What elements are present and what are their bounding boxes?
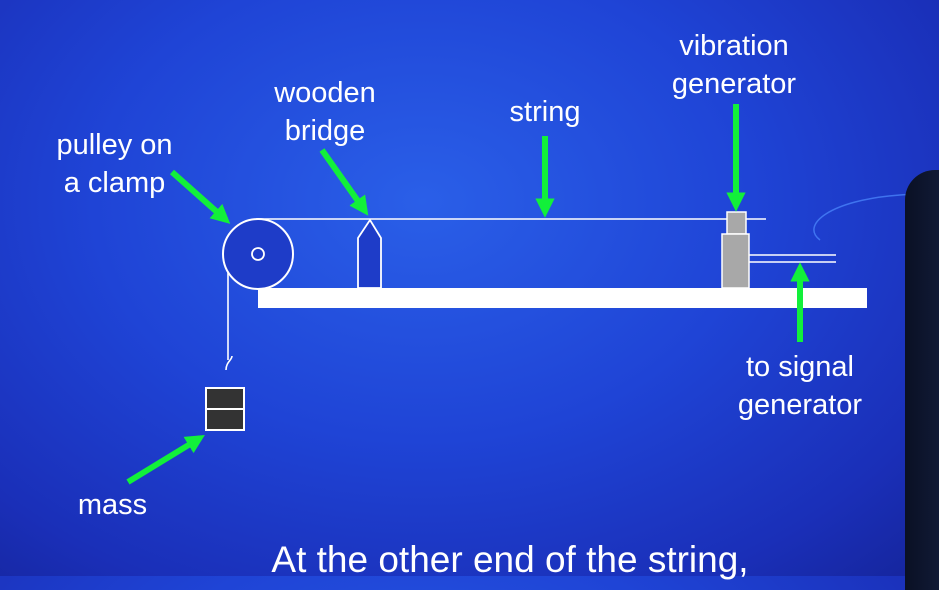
label-signal-line1: to signal [745, 351, 854, 383]
pulley-arrow [170, 169, 231, 224]
bench [258, 288, 867, 308]
apparatus-diagram [126, 104, 939, 485]
background-swirl [813, 191, 939, 241]
label-mass-line1: mass [77, 489, 148, 521]
label-signal-generator: to signal generator [720, 348, 880, 424]
label-mass: mass [60, 486, 165, 524]
label-vibration-line1: vibration [679, 30, 789, 62]
mass-arrow [126, 434, 205, 485]
subtitle-caption: At the other end of the string, [271, 539, 749, 580]
label-bridge-line1: wooden [274, 77, 376, 109]
label-bridge: wooden bridge [250, 74, 400, 150]
label-string: string [490, 93, 600, 131]
presenter-silhouette [905, 170, 939, 590]
label-pulley-line2: a clamp [63, 167, 166, 199]
mass-hook [225, 355, 233, 371]
label-vibration-line2: generator [671, 68, 797, 100]
label-vibration-generator: vibration generator [650, 27, 818, 103]
wooden-bridge [357, 218, 382, 289]
bridge-arrow [319, 148, 369, 216]
pulley-axle [251, 247, 265, 261]
vibration-generator-body [721, 233, 750, 289]
label-pulley: pulley on a clamp [32, 126, 197, 202]
pulley [222, 218, 294, 290]
label-bridge-line2: bridge [284, 115, 366, 147]
vibration-generator-top [726, 211, 747, 235]
label-pulley-line1: pulley on [56, 129, 173, 161]
label-signal-line2: generator [737, 389, 863, 421]
label-string-line1: string [509, 96, 581, 128]
